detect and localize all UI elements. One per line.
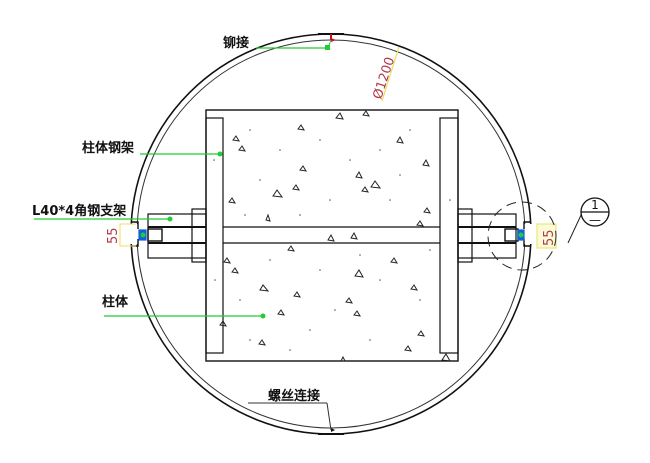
- concrete-hatch: [219, 110, 451, 362]
- leader-lines: [34, 39, 332, 319]
- left-gap-dimension: 55: [106, 223, 136, 247]
- detail-callout: 1 —: [580, 197, 610, 227]
- left-angle-bracket: [138, 208, 207, 263]
- concrete-dots: [213, 129, 451, 351]
- label-column-body: 柱体: [102, 294, 129, 310]
- detail-region-circle: [487, 201, 583, 271]
- diameter-dimension: Ø1200: [371, 46, 400, 101]
- column-body: [205, 109, 459, 362]
- label-rivet: 铆接: [223, 35, 249, 51]
- label-bolted-connection: 螺丝连接: [268, 388, 320, 404]
- label-column-steel-frame: 柱体钢架: [82, 140, 134, 156]
- bolt-leader: [248, 402, 332, 431]
- right-angle-bracket: [457, 208, 525, 263]
- callout-number: 1: [591, 198, 599, 212]
- label-angle-bracket: L40*4角钢支架: [32, 203, 126, 219]
- right-gap-label: 55: [542, 229, 557, 246]
- diameter-label: Ø1200: [371, 55, 399, 101]
- right-gap-dimension: 55: [536, 223, 557, 249]
- callout-sheet: —: [589, 213, 601, 227]
- left-gap-label: 55: [106, 227, 121, 244]
